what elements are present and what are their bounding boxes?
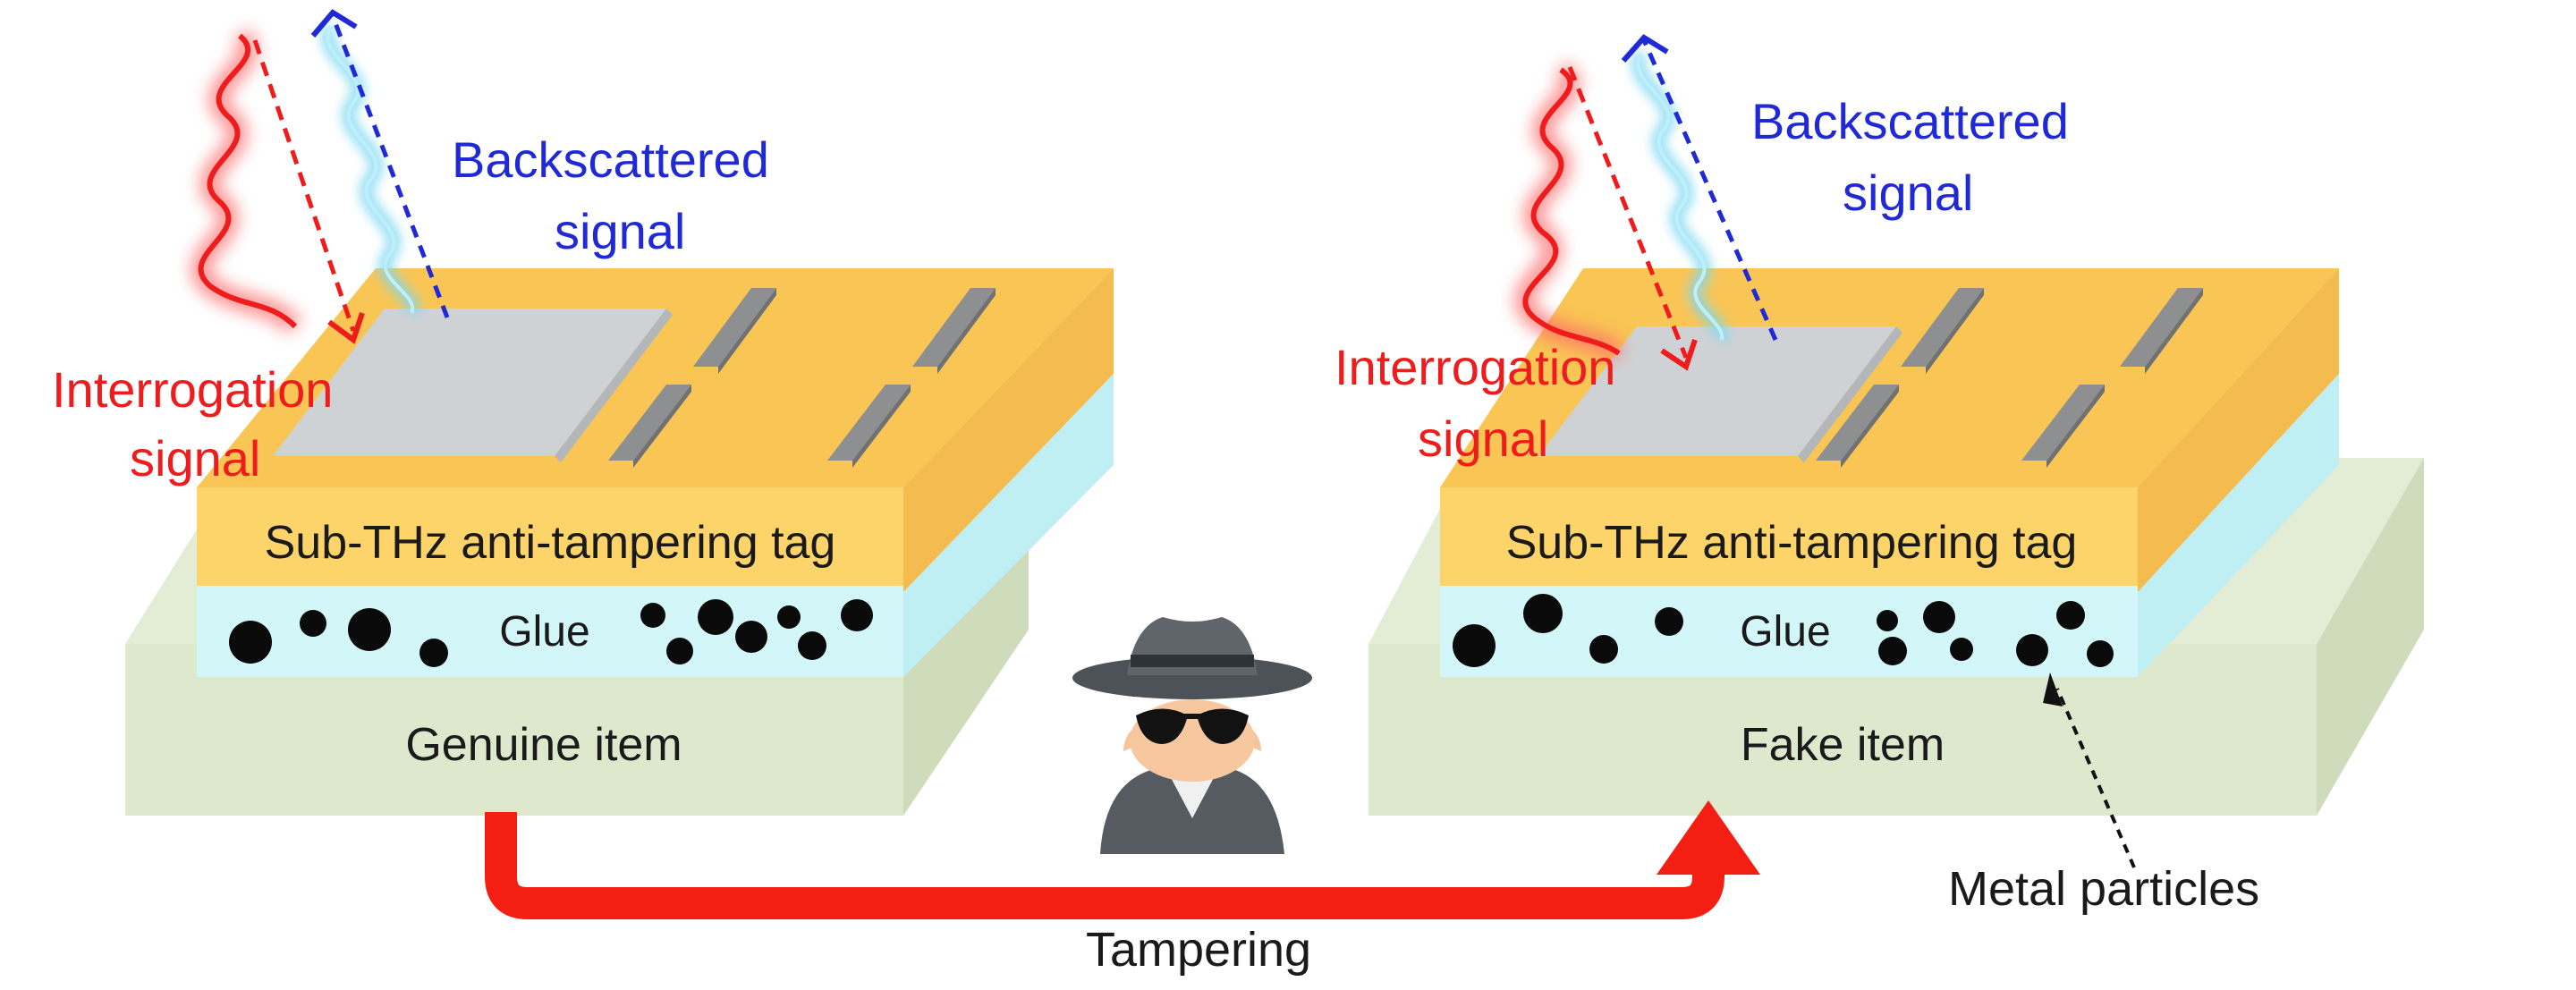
left-metal-strips (608, 288, 996, 461)
spy-icon (1072, 617, 1312, 854)
right-interrogation-label-line1: Interrogation (1335, 339, 1615, 395)
right-backscatter-label-line1: Backscattered (1751, 93, 2069, 149)
left-stack: Sub-THz anti-tampering tag Glue Genuine … (125, 268, 1114, 816)
right-backscatter-signal (1621, 34, 1778, 342)
metal-particles-label: Metal particles (1948, 862, 2259, 916)
right-stack: Sub-THz anti-tampering tag Glue Fake ite… (1368, 268, 2424, 816)
right-antenna-pad (1538, 326, 1896, 456)
right-tag-front (1440, 487, 2138, 586)
left-tag-label: Sub-THz anti-tampering tag (265, 517, 836, 569)
left-interrogation-signal (191, 28, 365, 344)
left-tag-side (903, 268, 1114, 592)
right-interrogation-label-line2: signal (1418, 410, 1548, 467)
right-item-side (2317, 458, 2424, 816)
right-item-label: Fake item (1741, 719, 1945, 771)
left-backscatter-label-line2: signal (555, 203, 685, 259)
left-metal-particles (229, 599, 873, 667)
left-backscatter-label-line1: Backscattered (452, 131, 769, 188)
right-tag-label: Sub-THz anti-tampering tag (1506, 517, 2078, 569)
right-metal-strips (1816, 288, 2203, 461)
right-interrogation-signal (1514, 61, 1698, 371)
left-interrogation-label-line1: Interrogation (52, 361, 333, 418)
right-tag-side (2138, 268, 2339, 592)
tampering-label: Tampering (1086, 923, 1311, 977)
left-antenna-pad (273, 309, 666, 456)
left-glue-side-top (903, 374, 1114, 677)
left-backscatter-signal (310, 9, 450, 318)
right-glue-side (2138, 374, 2339, 677)
left-interrogation-label-line2: signal (130, 430, 260, 487)
right-glue-label: Glue (1740, 608, 1830, 656)
left-item-label: Genuine item (405, 719, 682, 771)
right-metal-particles (1453, 594, 2114, 667)
tampering-arrow (485, 800, 1760, 919)
left-glue-label: Glue (499, 608, 589, 656)
left-tag-front (197, 487, 903, 586)
metal-particles-callout (2043, 673, 2136, 868)
right-backscatter-label-line2: signal (1843, 165, 1973, 221)
